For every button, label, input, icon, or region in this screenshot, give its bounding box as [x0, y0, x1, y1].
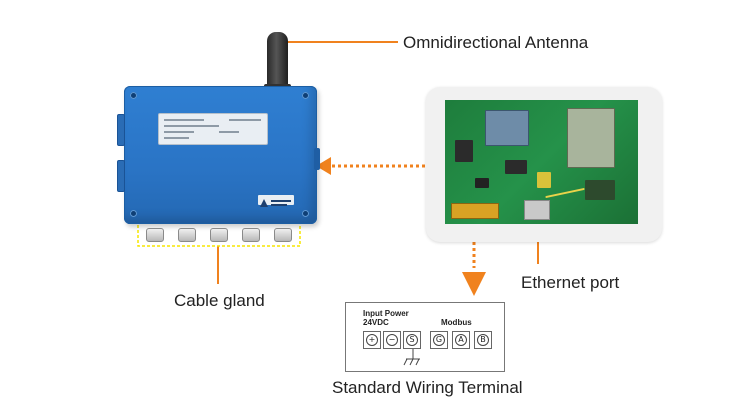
cable-gland-label: Cable gland	[174, 291, 265, 310]
cable-gland-3	[210, 228, 228, 242]
board-chip	[455, 140, 473, 162]
wiring-terminal-diagram: Input Power 24VDC Modbus + − S G A B	[345, 302, 505, 372]
enclosure-screw-top-right	[302, 92, 309, 99]
radio-module	[485, 110, 529, 146]
enclosure-screw-top-left	[130, 92, 137, 99]
enclosure-hinge-top	[117, 114, 125, 146]
board-chip	[505, 160, 527, 174]
brand-logo-icon	[260, 199, 291, 207]
brand-logo-plate	[258, 195, 294, 207]
wiring-terminal-label: Standard Wiring Terminal	[332, 378, 523, 397]
cable-gland-5	[274, 228, 292, 242]
ethernet-port-label: Ethernet port	[521, 273, 620, 292]
board-wire	[545, 187, 585, 199]
terminal-arrowhead	[462, 272, 486, 296]
board-chip	[475, 178, 489, 188]
terminal-block	[451, 203, 499, 219]
cpu-module	[567, 108, 615, 168]
terminal-g: G	[430, 331, 448, 349]
terminal-g-symbol: G	[433, 334, 445, 346]
input-power-voltage: 24VDC	[363, 318, 389, 327]
cable-gland-4	[242, 228, 260, 242]
terminal-plus: +	[363, 331, 381, 349]
enclosure-hinge-bottom	[117, 160, 125, 192]
antenna-label: Omnidirectional Antenna	[403, 33, 589, 52]
enclosure-screw-bottom-right	[302, 210, 309, 217]
input-power-title: Input Power	[363, 309, 409, 318]
ethernet-jack	[524, 200, 550, 220]
circuit-board	[445, 100, 638, 224]
board-chip	[537, 172, 551, 188]
terminal-a: A	[452, 331, 470, 349]
terminal-a-symbol: A	[455, 334, 467, 346]
terminal-plus-symbol: +	[366, 334, 378, 346]
board-chip	[585, 180, 615, 200]
enclosure-side-knob	[314, 148, 320, 170]
terminal-minus-symbol: −	[386, 334, 398, 346]
cable-gland-2	[178, 228, 196, 242]
terminal-shield-symbol: S	[406, 334, 418, 346]
terminal-shield: S	[403, 331, 421, 349]
cable-gland-1	[146, 228, 164, 242]
modbus-title: Modbus	[441, 318, 472, 327]
board-to-enclosure-arrowhead	[316, 157, 331, 175]
terminal-minus: −	[383, 331, 401, 349]
terminal-b: B	[474, 331, 492, 349]
antenna	[267, 32, 288, 88]
enclosure-screw-bottom-left	[130, 210, 137, 217]
terminal-b-symbol: B	[477, 334, 489, 346]
product-nameplate	[158, 113, 268, 145]
ground-icon	[403, 349, 420, 366]
